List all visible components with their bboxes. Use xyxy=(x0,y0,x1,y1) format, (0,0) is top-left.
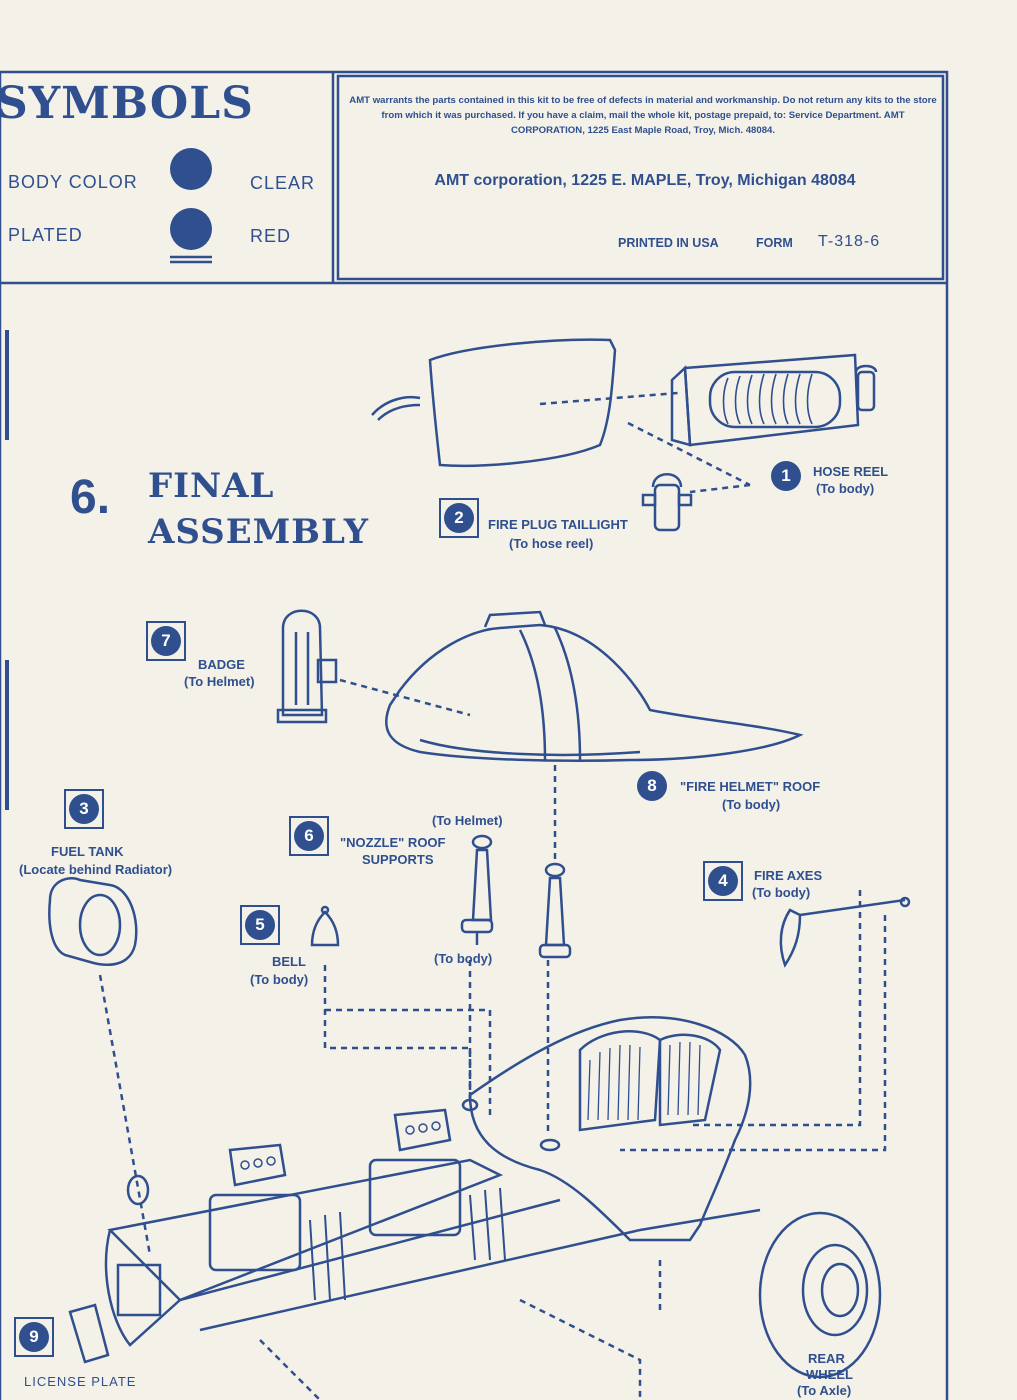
rear-wheel-target: (To Axle) xyxy=(797,1383,852,1398)
part-7-name: BADGE xyxy=(198,657,245,672)
license-plate-part xyxy=(68,1303,110,1364)
part-4-target: (To body) xyxy=(752,885,811,900)
car-body xyxy=(468,1016,752,1242)
part-6-name-line2: SUPPORTS xyxy=(362,852,434,867)
part-5-name: BELL xyxy=(272,954,306,969)
company-address: AMT corporation, 1225 E. MAPLE, Troy, Mi… xyxy=(434,172,856,189)
body-color-symbol-icon xyxy=(170,148,212,190)
nozzle-support-right xyxy=(544,876,566,947)
part-6-helmet-target: (To Helmet) xyxy=(432,813,503,828)
symbol-body-color-label: BODY COLOR xyxy=(8,172,138,192)
part-2-badge: 2 xyxy=(439,498,479,538)
warranty-box xyxy=(336,74,945,281)
symbol-plated-label: PLATED xyxy=(8,225,83,245)
part-8-target: (To body) xyxy=(722,797,781,812)
part-4-badge: 4 xyxy=(703,861,743,901)
page-frame xyxy=(0,70,949,1400)
part-6-badge: 6 xyxy=(289,816,329,856)
part-2-target: (To hose reel) xyxy=(509,536,594,551)
badge-hydrant xyxy=(281,609,324,717)
fire-helmet-outline xyxy=(385,623,804,762)
plated-symbol-icon xyxy=(170,208,212,250)
rear-wheel xyxy=(758,1211,882,1379)
body-shell-outline xyxy=(428,338,617,467)
part-7-target: (To Helmet) xyxy=(184,674,255,689)
fire-plug-taillight xyxy=(653,483,681,532)
part-6-target: (To body) xyxy=(434,951,493,966)
part-1-badge: 1 xyxy=(771,461,801,491)
step-title-line2: ASSEMBLY xyxy=(148,512,370,552)
symbol-red-label: RED xyxy=(250,226,292,246)
form-number: T-318-6 xyxy=(818,233,881,250)
part-1-target: (To body) xyxy=(816,481,875,496)
fuel-tank xyxy=(48,876,138,966)
part-1-name: HOSE REEL xyxy=(813,464,889,479)
engine-front xyxy=(208,1193,302,1272)
part-9-badge: 9 xyxy=(14,1317,54,1357)
part-8-name: "FIRE HELMET" ROOF xyxy=(680,779,821,794)
part-2-name: FIRE PLUG TAILLIGHT xyxy=(488,517,628,532)
part-3-badge: 3 xyxy=(64,789,104,829)
part-3-target: (Locate behind Radiator) xyxy=(19,862,173,877)
frame-rails xyxy=(107,1158,504,1302)
nozzle-support-left xyxy=(471,848,493,922)
part-4-name: FIRE AXES xyxy=(754,868,823,883)
printed-in-usa: PRINTED IN USA xyxy=(618,236,719,250)
form-label: FORM xyxy=(756,236,793,250)
symbols-title: SYMBOLS xyxy=(0,78,254,129)
rear-wheel-name: REAR xyxy=(808,1351,845,1366)
part-5-target: (To body) xyxy=(250,972,309,987)
engine-rear xyxy=(368,1158,462,1237)
rear-wheel-name-line2: WHEEL xyxy=(806,1367,853,1382)
part-7-badge: 7 xyxy=(146,621,186,661)
step-number: 6. xyxy=(70,471,111,524)
part-5-badge: 5 xyxy=(240,905,280,945)
step-title-line1: FINAL xyxy=(148,466,275,506)
part-9-name: LICENSE PLATE xyxy=(24,1374,137,1389)
part-6-name: "NOZZLE" ROOF xyxy=(340,835,446,850)
fire-axe xyxy=(779,908,802,968)
warranty-text: AMT warrants the parts contained in this… xyxy=(349,95,937,136)
part-8-badge: 8 xyxy=(637,771,667,801)
symbol-clear-label: CLEAR xyxy=(250,173,316,193)
part-3-name: FUEL TANK xyxy=(51,844,124,859)
bell xyxy=(310,910,340,947)
